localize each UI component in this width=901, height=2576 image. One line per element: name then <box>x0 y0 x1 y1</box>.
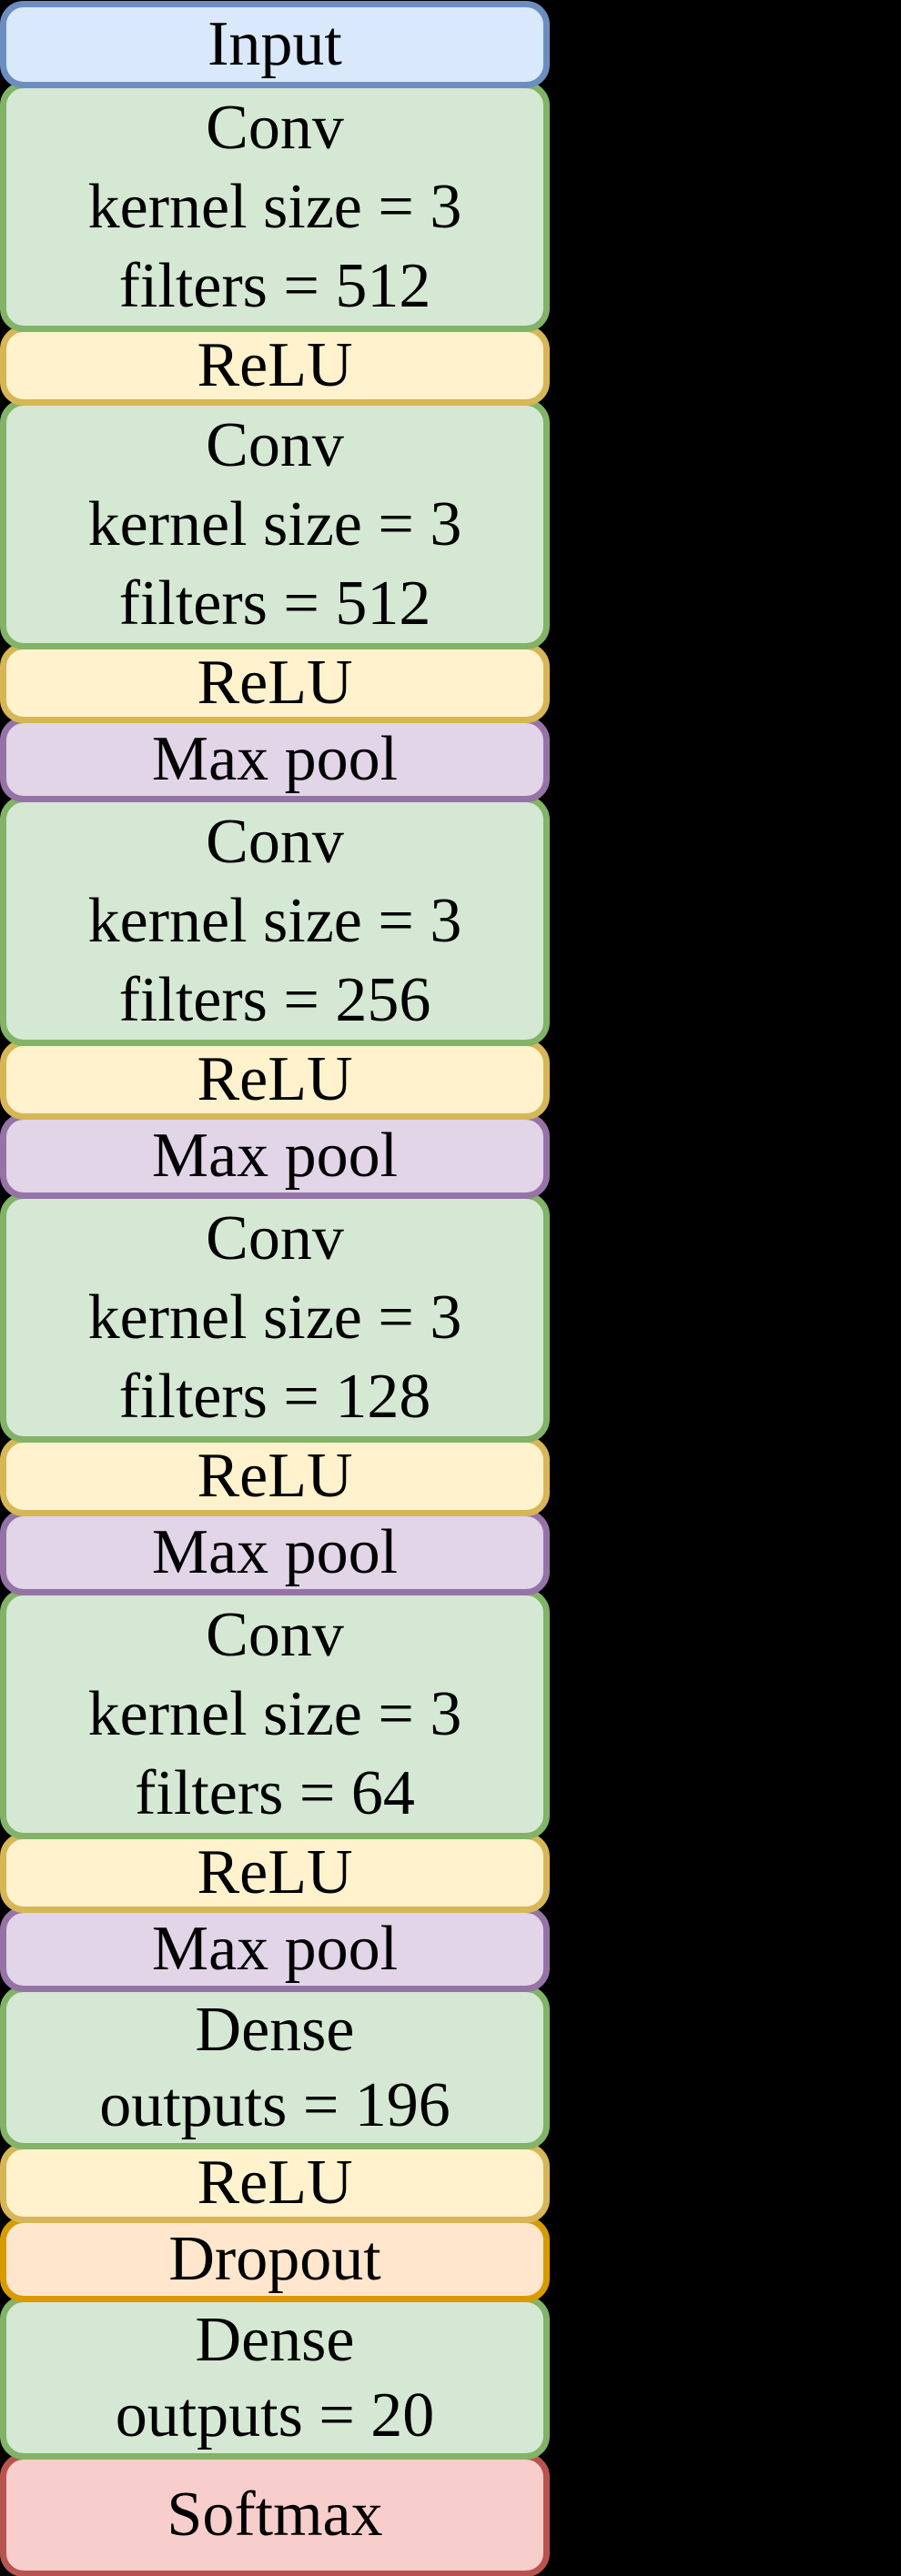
layer-param: filters = 64 <box>135 1757 415 1828</box>
layer-param: kernel size = 3 <box>87 1678 462 1749</box>
layer-param: kernel size = 3 <box>87 171 462 242</box>
layer-param: kernel size = 3 <box>87 885 462 956</box>
layer-param: kernel size = 3 <box>87 488 462 559</box>
layer-maxpool: Max pool <box>0 1510 550 1595</box>
layer-label: ReLU <box>197 1441 353 1511</box>
layer-input: Input <box>0 1 550 88</box>
layer-label: ReLU <box>197 2148 353 2218</box>
layer-maxpool: Max pool <box>0 1113 550 1199</box>
layer-relu: ReLU <box>0 1833 550 1913</box>
layer-label: Conv <box>206 92 344 163</box>
layer-relu: ReLU <box>0 1040 550 1120</box>
layer-param: outputs = 196 <box>99 2069 450 2140</box>
layer-relu: ReLU <box>0 326 550 406</box>
layer-maxpool: Max pool <box>0 717 550 802</box>
layer-label: Input <box>208 9 342 79</box>
layer-relu: ReLU <box>0 1436 550 1516</box>
layer-relu: ReLU <box>0 643 550 723</box>
layer-label: Conv <box>206 409 344 480</box>
layer-param: outputs = 20 <box>115 2380 435 2450</box>
layer-conv: Conv kernel size = 3 filters = 128 <box>0 1192 550 1443</box>
layer-label: ReLU <box>197 1044 353 1114</box>
layer-maxpool: Max pool <box>0 1907 550 1992</box>
layer-label: Max pool <box>151 1121 399 1191</box>
layer-label: Max pool <box>151 1517 399 1587</box>
layer-conv: Conv kernel size = 3 filters = 256 <box>0 796 550 1046</box>
layer-label: Dense <box>195 2304 355 2375</box>
layer-relu: ReLU <box>0 2143 550 2223</box>
layer-label: Conv <box>206 1202 344 1273</box>
layer-label: ReLU <box>197 330 353 400</box>
layer-param: filters = 512 <box>118 568 431 639</box>
layer-param: filters = 256 <box>118 964 431 1035</box>
layer-label: Conv <box>206 1599 344 1670</box>
layer-param: filters = 512 <box>118 250 431 321</box>
layer-label: Max pool <box>151 1914 399 1984</box>
layer-conv: Conv kernel size = 3 filters = 512 <box>0 82 550 332</box>
layer-softmax: Softmax <box>0 2453 550 2576</box>
layer-label: Max pool <box>151 724 399 794</box>
layer-label: ReLU <box>197 1837 353 1907</box>
layer-dropout: Dropout <box>0 2217 550 2302</box>
layer-conv: Conv kernel size = 3 filters = 512 <box>0 399 550 649</box>
layer-param: filters = 128 <box>118 1361 431 1432</box>
layer-conv: Conv kernel size = 3 filters = 64 <box>0 1589 550 1839</box>
layer-label: Softmax <box>167 2480 383 2550</box>
layer-label: Dropout <box>168 2224 381 2294</box>
layer-param: kernel size = 3 <box>87 1282 462 1353</box>
layer-label: Dense <box>195 1994 355 2065</box>
layer-label: ReLU <box>197 648 353 718</box>
layer-label: Conv <box>206 806 344 877</box>
